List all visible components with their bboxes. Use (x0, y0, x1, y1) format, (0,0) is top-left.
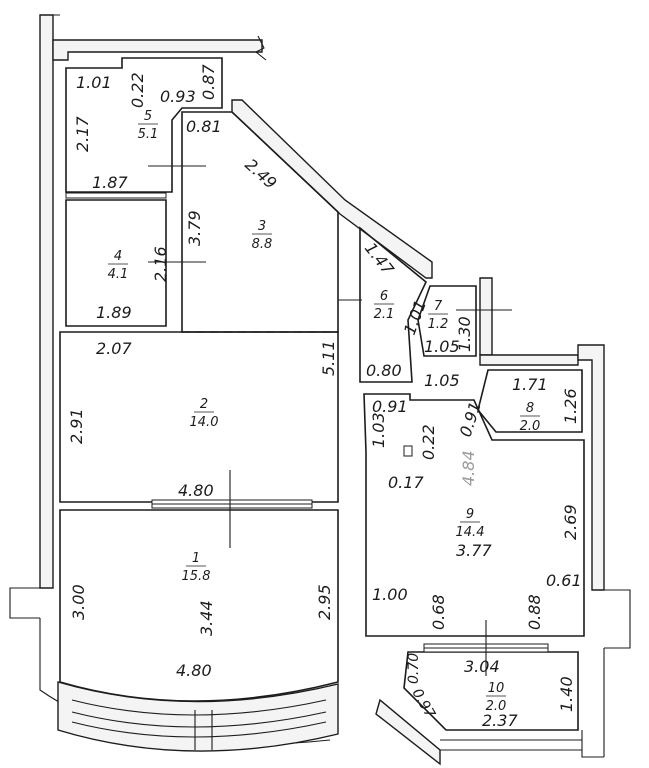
dim-r5-notch-w: 0.93 (160, 87, 196, 106)
dim-r9-side: 1.03 (369, 412, 388, 448)
dim-r8-diag: 0.91 (456, 399, 485, 439)
dim-r7-bottom: 1.05 (424, 337, 460, 356)
room-7-number: 7 (434, 299, 443, 314)
room-3-number: 3 (258, 219, 266, 234)
dim-r9-top: 0.91 (372, 397, 408, 416)
dim-r4-right: 2.16 (151, 246, 170, 282)
room-10-number: 10 (488, 681, 505, 696)
room-5-area: 5.1 (138, 127, 159, 142)
dim-r9-bevel: 0.61 (546, 571, 582, 590)
room-2-area: 14.0 (190, 415, 219, 430)
room-4-number: 4 (114, 249, 122, 264)
room-7-area: 1.2 (428, 317, 449, 332)
dim-r6-side: 1.01 (400, 297, 430, 337)
room-9-label: 914.4 (456, 507, 485, 540)
room-1-number: 1 (192, 551, 200, 566)
room-9-number: 9 (466, 507, 474, 522)
dim-r8-right: 1.26 (561, 388, 580, 424)
room-outlines (59, 57, 585, 731)
dim-r6-bottom: 0.80 (366, 361, 402, 380)
dim-r7-right: 1.30 (455, 316, 474, 352)
dim-r9-window-right: 0.88 (525, 594, 544, 630)
section-lines (148, 165, 512, 676)
dim-r9-post: 0.22 (419, 424, 438, 460)
dim-r2-top: 2.07 (96, 339, 132, 358)
room-5-label: 55.1 (138, 109, 159, 142)
room-4-area: 4.1 (108, 267, 129, 282)
dim-r8-top: 1.71 (512, 375, 548, 394)
dim-r9-right: 2.69 (561, 504, 580, 540)
dim-r10-right: 1.40 (557, 676, 576, 712)
room-3-label: 38.8 (252, 219, 273, 252)
dim-r9-length: 4.84 (459, 450, 478, 486)
room-4-label: 44.1 (108, 249, 129, 282)
room-8-area: 2.0 (520, 419, 541, 434)
room-1-outline (59, 509, 339, 702)
dim-r10-top: 3.04 (464, 657, 500, 676)
room-2-number: 2 (200, 397, 208, 412)
dim-corridor-width: 1.05 (424, 371, 460, 390)
room-labels: 115.8214.038.844.155.162.171.282.0914.41… (108, 109, 541, 714)
dim-r9-left-bottom: 1.00 (372, 585, 408, 604)
dim-r1-bottom: 4.80 (176, 661, 212, 680)
dim-r1-right: 2.95 (315, 584, 334, 620)
room-1-area: 15.8 (182, 569, 211, 584)
dim-r4-bottom: 1.89 (96, 303, 132, 322)
dim-r9-width: 3.77 (456, 541, 492, 560)
room-6-outline (359, 226, 427, 383)
exterior-walls (9, 14, 631, 766)
dim-r3-left: 3.79 (185, 210, 204, 246)
room-3-area: 8.8 (252, 237, 273, 252)
dimension-labels: 1.01 0.22 0.87 0.93 2.17 1.87 0.81 2.49 … (67, 64, 582, 730)
dim-r5-notch: 0.22 (128, 72, 147, 108)
room-8-number: 8 (526, 401, 534, 416)
room-2-label: 214.0 (190, 397, 219, 430)
dim-r2-bottom: 4.80 (178, 481, 214, 500)
room-10-area: 2.0 (486, 699, 507, 714)
dim-r3-top: 0.81 (186, 117, 222, 136)
room-10-label: 102.0 (486, 681, 507, 714)
dim-r5-top-right: 0.87 (199, 64, 218, 100)
dim-r10-left: 0.70 (406, 653, 422, 684)
dim-r1-mid: 3.44 (197, 600, 216, 636)
room-5-outline (65, 57, 223, 193)
dim-r3-diag: 2.49 (241, 155, 280, 193)
dim-r2-left: 2.91 (67, 408, 86, 444)
room-7-label: 71.2 (428, 299, 449, 332)
room-6-label: 62.1 (374, 289, 395, 322)
dim-r9-window-left: 0.68 (429, 594, 448, 630)
room-7-outline (417, 285, 477, 357)
dim-r10-diag: 0.97 (409, 686, 438, 721)
dim-r1-left: 3.00 (69, 584, 88, 620)
dim-r3-right: 5.11 (319, 340, 338, 376)
room-8-label: 82.0 (520, 401, 541, 434)
room-5-number: 5 (144, 109, 152, 124)
dim-r5-bottom: 1.87 (92, 173, 128, 192)
room-10-outline (403, 651, 579, 731)
room-1-label: 115.8 (182, 551, 211, 584)
room-8-outline (477, 369, 583, 433)
room-3-outline (181, 111, 339, 333)
room-4-outline (65, 199, 167, 327)
dim-r5-top-left: 1.01 (76, 73, 112, 92)
room-6-number: 6 (380, 289, 388, 304)
room-9-outline (363, 393, 585, 637)
dim-r5-left: 2.17 (73, 116, 92, 152)
dim-r9-small: 0.17 (388, 473, 424, 492)
room-9-area: 14.4 (456, 525, 485, 540)
dim-r10-bottom: 2.37 (482, 711, 518, 730)
room-6-area: 2.1 (374, 307, 395, 322)
